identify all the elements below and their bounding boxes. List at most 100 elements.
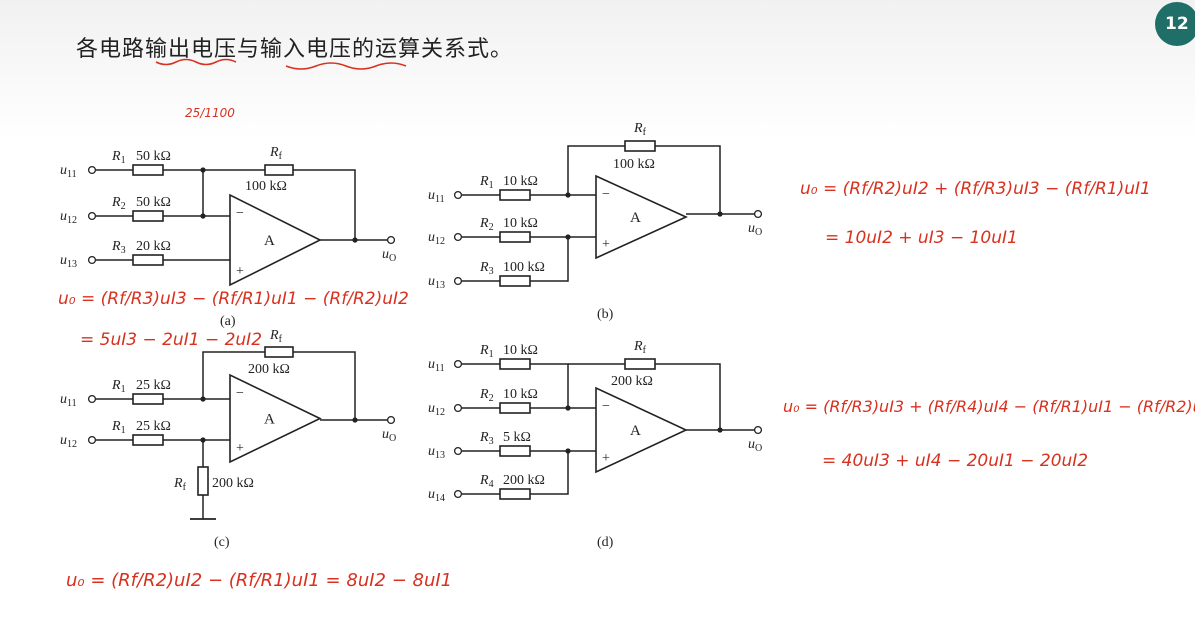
circuit-d-feedback-resistor <box>624 358 656 370</box>
circuit-a-feedback-wire-right <box>293 169 356 240</box>
circuit-d-opamp-label: A <box>630 423 641 439</box>
circuit-d-output-terminal <box>753 425 763 435</box>
circuit-b-junction-2 <box>565 234 571 240</box>
circuit-d-resistor-value-1: 10 kΩ <box>503 343 538 358</box>
circuit-d-minus-sign: − <box>602 399 610 414</box>
circuit-b-resistor-value-3: 100 kΩ <box>503 260 545 275</box>
circuit-d-resistor-name-2: R2 <box>479 387 494 404</box>
circuit-c-resistor-name-1: R1 <box>111 378 126 395</box>
heading-underline-1 <box>155 58 237 66</box>
circuit-b-output-label: uO <box>748 221 762 238</box>
circuit-d-resistor-value-4: 200 kΩ <box>503 473 545 488</box>
circuit-d-input-label-2: u12 <box>428 401 445 418</box>
circuit-a-feedback-resistor <box>264 164 294 176</box>
circuit-a-resistor-name-1: R1 <box>111 149 126 166</box>
slide-header-band <box>0 0 1195 140</box>
annotation-c-line1: u₀ = (Rf/R2)uI2 − (Rf/R1)uI1 = 8uI2 − 8u… <box>66 570 452 591</box>
circuit-b-resistor-name-3: R3 <box>479 260 494 277</box>
circuit-d-input-terminal-1 <box>453 359 463 369</box>
slide-heading: 各电路输出电压与输入电压的运算关系式。 <box>76 37 514 62</box>
circuit-d-resistor-name-1: R1 <box>479 343 494 360</box>
circuit-a-caption: (a) <box>220 314 236 329</box>
circuit-d-caption: (d) <box>597 535 614 550</box>
circuit-c-ground-resistor <box>197 466 209 496</box>
circuit-d-resistor-name-3: R3 <box>479 430 494 447</box>
circuit-a-resistor-value-3: 20 kΩ <box>136 239 171 254</box>
circuit-c-plus-sign: + <box>236 441 244 456</box>
circuit-d-resistor-4 <box>499 488 531 500</box>
circuit-a-resistor-3 <box>132 254 164 266</box>
circuit-d-junction-2 <box>565 448 571 454</box>
circuit-c-opamp <box>229 373 322 464</box>
circuit-b-input-label-1: u11 <box>428 188 445 205</box>
circuit-d-junction-1 <box>565 405 571 411</box>
circuit-d-plus-node-wire <box>530 451 569 495</box>
page-number-badge[interactable]: 12 <box>1155 2 1195 46</box>
circuit-a-junction-2 <box>200 213 206 219</box>
margin-note: 25/1100 <box>185 106 235 120</box>
circuit-a-resistor-2 <box>132 210 164 222</box>
circuit-a-input-label-2: u12 <box>60 209 77 226</box>
circuit-c-resistor-value-2: 25 kΩ <box>136 419 171 434</box>
circuit-a-output-label: uO <box>382 247 396 264</box>
circuit-b-resistor-value-2: 10 kΩ <box>503 216 538 231</box>
circuit-c-input-label-2: u12 <box>60 433 77 450</box>
circuit-c-output-junction <box>352 417 358 423</box>
circuit-b-feedback-name: Rf <box>633 121 647 138</box>
circuit-d-resistor-3 <box>499 445 531 457</box>
circuit-c-minus-sign: − <box>236 386 244 401</box>
circuit-b-feedback-resistor <box>624 140 656 152</box>
circuit-a-input-terminal-1 <box>87 165 97 175</box>
circuit-d-resistor-value-2: 10 kΩ <box>503 387 538 402</box>
annotation-d-line2: = 40uI3 + uI4 − 20uI1 − 20uI2 <box>822 451 1088 471</box>
circuit-c-feedback-value: 200 kΩ <box>248 362 290 377</box>
circuit-b-feedback-wire-left <box>567 145 625 195</box>
circuit-a-resistor-name-2: R2 <box>111 195 126 212</box>
circuit-d-input-terminal-2 <box>453 403 463 413</box>
circuit-b-minus-sign: − <box>602 187 610 202</box>
circuit-a-opamp <box>229 193 322 287</box>
circuit-b-resistor-2 <box>499 231 531 243</box>
circuit-c-resistor-2 <box>132 434 164 446</box>
circuit-b-resistor-value-1: 10 kΩ <box>503 174 538 189</box>
circuit-c-input-terminal-2 <box>87 435 97 445</box>
circuit-a-feedback-name: Rf <box>269 145 283 162</box>
circuit-d-feedback-value: 200 kΩ <box>611 374 653 389</box>
circuit-b-input-terminal-2 <box>453 232 463 242</box>
circuit-c-resistor-1 <box>132 393 164 405</box>
circuit-d-resistor-1 <box>499 358 531 370</box>
annotation-b-line2: = 10uI2 + uI3 − 10uI1 <box>825 228 1018 248</box>
circuit-b-input-label-2: u12 <box>428 230 445 247</box>
circuit-a-output-terminal <box>386 235 396 245</box>
circuit-a-feedback-value: 100 kΩ <box>245 179 287 194</box>
circuit-a-opamp-label: A <box>264 233 275 249</box>
circuit-c-resistor-value-1: 25 kΩ <box>136 378 171 393</box>
circuit-a-resistor-1 <box>132 164 164 176</box>
circuit-a-resistor-value-1: 50 kΩ <box>136 149 171 164</box>
circuit-a-resistor-value-2: 50 kΩ <box>136 195 171 210</box>
annotation-b-line1: u₀ = (Rf/R2)uI2 + (Rf/R3)uI3 − (Rf/R1)uI… <box>800 179 1151 199</box>
circuit-a-input-label-3: u13 <box>60 253 77 270</box>
circuit-d-output-label: uO <box>748 437 762 454</box>
circuit-d-output-junction <box>717 427 723 433</box>
circuit-c-input-terminal-1 <box>87 394 97 404</box>
circuit-c-feedback-wire-right <box>293 351 356 420</box>
circuit-c-ground-resistor-name: Rf <box>173 476 187 493</box>
circuit-c-feedback-name: Rf <box>269 328 283 345</box>
circuit-d-opamp <box>595 386 688 474</box>
circuit-a-resistor-name-3: R3 <box>111 239 126 256</box>
circuit-c-opamp-label: A <box>264 412 275 428</box>
circuit-b-resistor-name-2: R2 <box>479 216 494 233</box>
annotation-a-line2: = 5uI3 − 2uI1 − 2uI2 <box>80 330 262 350</box>
circuit-b-caption: (b) <box>597 307 614 322</box>
circuit-d-resistor-name-4: R4 <box>479 473 494 490</box>
circuit-a-plus-sign: + <box>236 264 244 279</box>
circuit-b-plus-sign: + <box>602 237 610 252</box>
circuit-d-feedback-name: Rf <box>633 339 647 356</box>
circuit-d-plus-sign: + <box>602 451 610 466</box>
circuit-a-input-terminal-3 <box>87 255 97 265</box>
circuit-a-output-junction <box>352 237 358 243</box>
circuit-d-feedback-wire-right <box>655 363 721 430</box>
